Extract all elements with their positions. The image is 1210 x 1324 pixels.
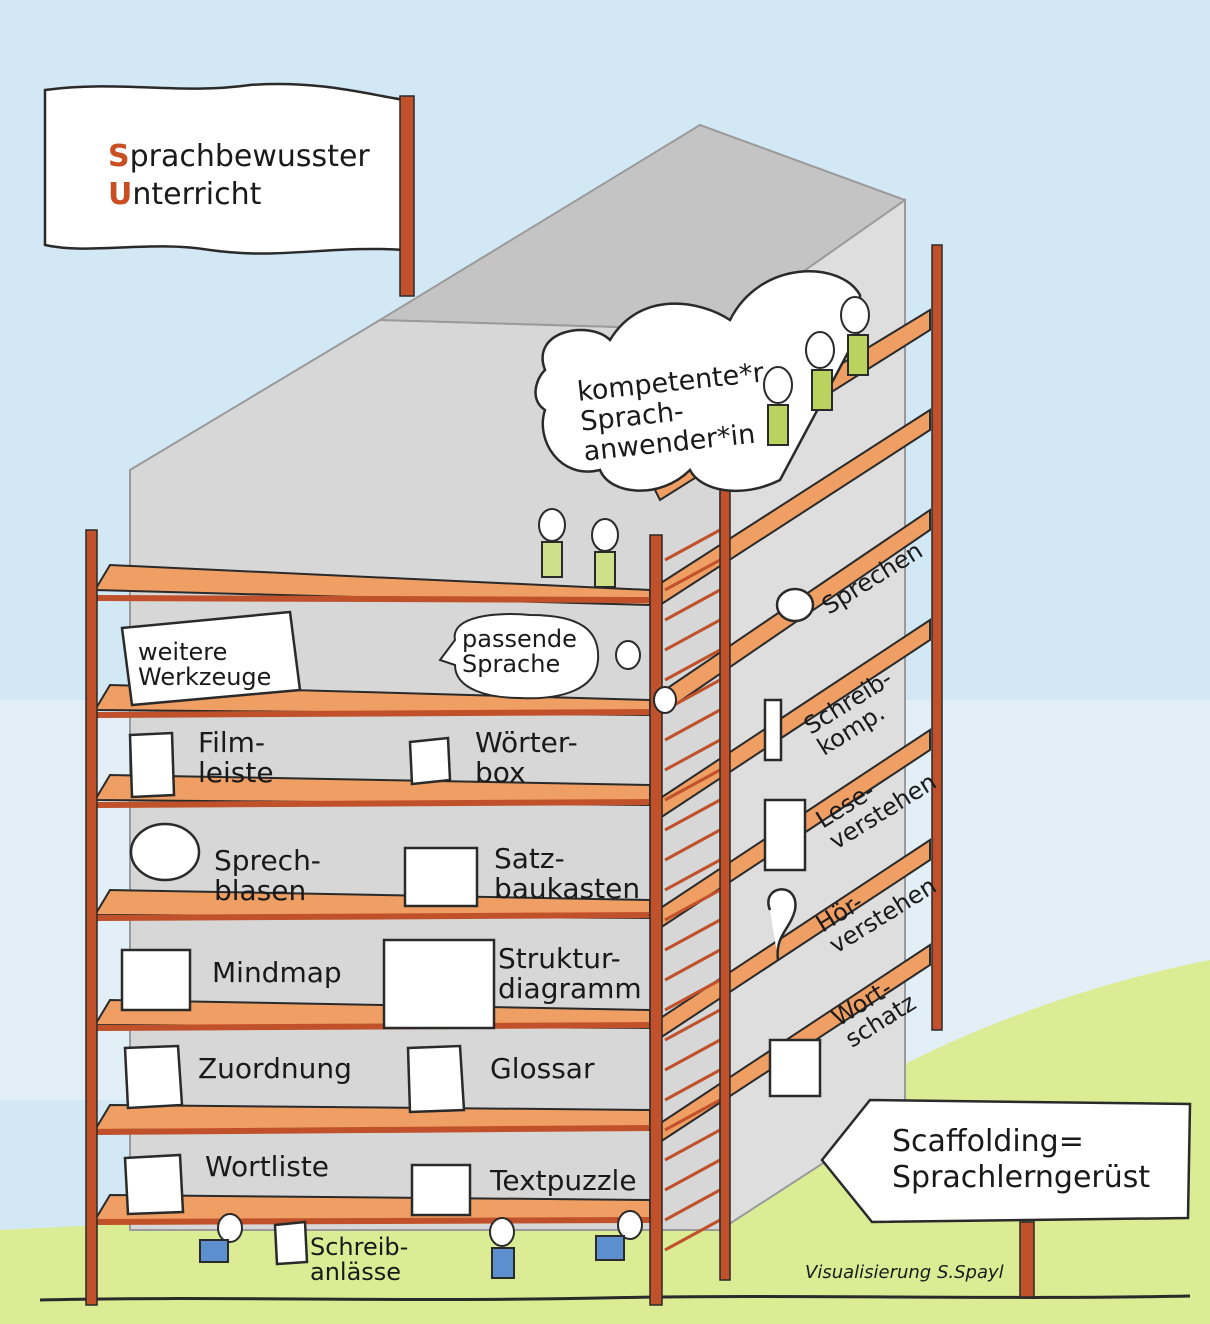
flag-pole xyxy=(399,95,415,297)
figure-2-body xyxy=(594,551,616,588)
artist-credit: Visualisierung S.Spayl xyxy=(805,1262,1004,1283)
filmstrip-icon xyxy=(128,731,176,799)
ground-figure-2-body xyxy=(491,1247,515,1279)
label-mindmap: Mindmap xyxy=(212,956,342,989)
speaking-icon xyxy=(775,587,815,623)
speech-bubble-icon xyxy=(129,822,201,882)
label-sprechblasen: Sprech- blasen xyxy=(214,844,321,907)
ladder xyxy=(664,528,721,1252)
flag-initial-u: U xyxy=(108,177,133,212)
word-list-icon xyxy=(123,1153,185,1216)
mindmap-icon xyxy=(120,948,192,1012)
pole-middle xyxy=(719,479,731,1281)
figure-2-head xyxy=(591,518,619,552)
pencil-icon xyxy=(763,698,783,762)
figure-5-body xyxy=(847,334,869,376)
sign-post xyxy=(1019,1221,1035,1298)
text-puzzle-icon xyxy=(410,1163,472,1217)
ground-figure-1-body xyxy=(199,1239,229,1263)
label-weitere-werkzeuge: weitere Werkzeuge xyxy=(138,638,272,691)
label-zuordnung: Zuordnung xyxy=(198,1052,352,1085)
climber-1-head xyxy=(615,640,641,670)
poles xyxy=(85,244,943,1306)
label-passende-sprache: passende Sprache xyxy=(462,625,577,678)
label-wortliste: Wortliste xyxy=(205,1150,330,1183)
flag-line-1: prachbewusster xyxy=(129,139,370,174)
figure-3-head xyxy=(763,366,793,404)
ground-figure-1-head xyxy=(217,1213,243,1243)
label-woerterbox: Wörter- box xyxy=(475,726,578,789)
label-textpuzzle: Textpuzzle xyxy=(490,1164,637,1197)
label-filmleiste: Film- leiste xyxy=(198,726,274,789)
direction-sign xyxy=(820,1098,1192,1224)
pole-left xyxy=(85,529,98,1306)
flag-line-2: nterricht xyxy=(132,177,262,212)
sign-text: Scaffolding= Sprachlerngerüst xyxy=(892,1124,1151,1195)
flag-initial-s: S xyxy=(108,139,130,174)
sentence-kit-icon xyxy=(403,846,479,908)
label-strukturdiagramm: Struktur- diagramm xyxy=(498,942,642,1005)
glossary-icon xyxy=(406,1044,466,1114)
climber-2-head xyxy=(653,686,677,714)
word-box-icon xyxy=(408,736,452,786)
side-icons xyxy=(763,587,822,1098)
label-schreibanlaesse: Schreib- anlässe xyxy=(310,1233,409,1286)
figure-1-head xyxy=(538,508,566,542)
matching-icon xyxy=(123,1044,184,1110)
label-glossar: Glossar xyxy=(490,1052,595,1085)
figure-4-head xyxy=(805,331,835,369)
book-icon xyxy=(763,798,807,872)
figure-4-body xyxy=(811,369,833,411)
writing-prompt-icon xyxy=(273,1220,309,1266)
ground-figure-3-head xyxy=(617,1210,643,1240)
figure-3-body xyxy=(767,404,789,446)
stick-figures xyxy=(199,296,870,1279)
label-satzbaukasten: Satz- baukasten xyxy=(494,842,641,905)
pole-front-right xyxy=(649,534,663,1306)
structure-diagram-icon xyxy=(382,938,496,1030)
figure-5-head xyxy=(840,296,870,334)
toolbox-icon xyxy=(120,610,302,707)
tool-icons xyxy=(120,610,496,1266)
ground-figure-2-head xyxy=(489,1217,515,1247)
figure-1-body xyxy=(541,541,563,578)
pole-back xyxy=(931,244,943,1031)
ground-figure-3-body xyxy=(595,1235,625,1261)
small-bubble xyxy=(438,613,600,700)
flag-title: Sprachbewusster Unterricht xyxy=(108,138,370,214)
treasure-chest-icon xyxy=(768,1038,822,1098)
front-shelf-bars xyxy=(94,595,651,1225)
ear-icon xyxy=(767,888,797,961)
ground-line xyxy=(39,1294,1191,1302)
